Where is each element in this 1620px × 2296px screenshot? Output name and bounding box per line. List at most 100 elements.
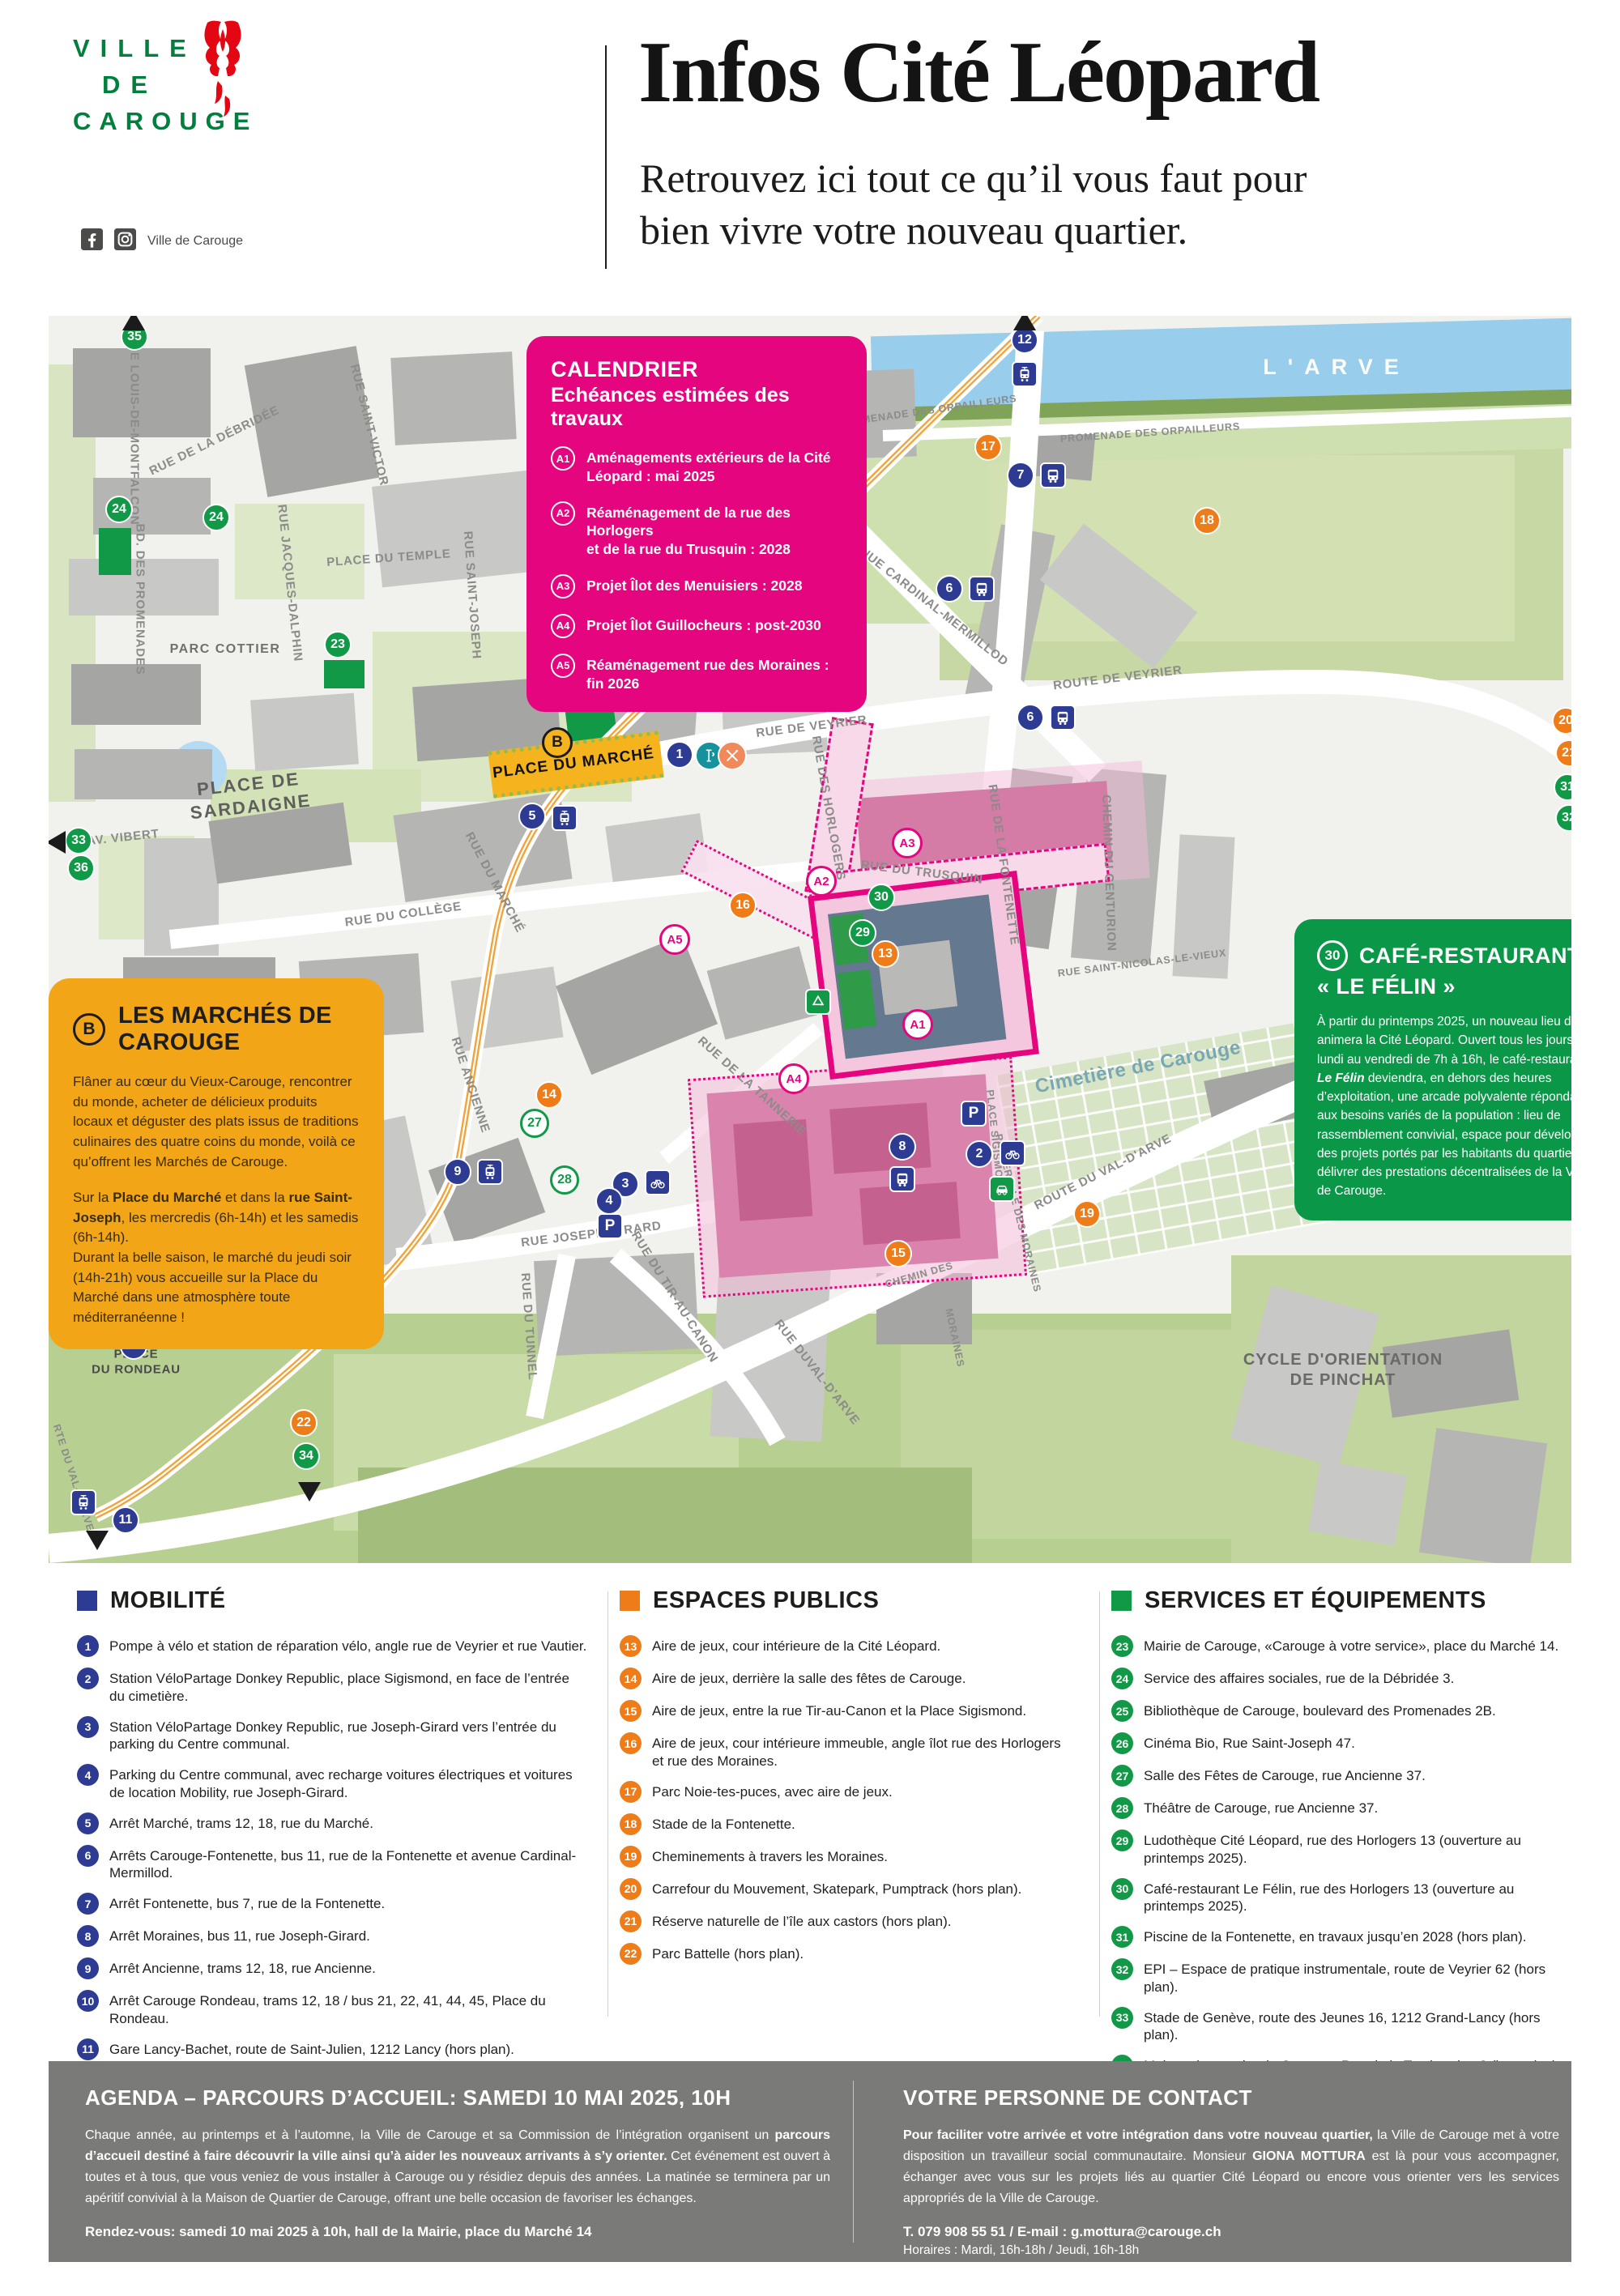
marker-27: 27 xyxy=(520,1109,549,1138)
felin-number-badge: 30 xyxy=(1317,940,1348,971)
legend-item-number: 22 xyxy=(620,1942,642,1965)
legend-item-4: 4 Parking du Centre communal, avec rechar… xyxy=(77,1764,587,1802)
legend-item-number: 4 xyxy=(77,1764,99,1786)
legend-item-number: 5 xyxy=(77,1812,99,1834)
legend-item-number: 6 xyxy=(77,1844,99,1867)
map-label: CYCLE D'ORIENTATION DE PINCHAT xyxy=(1243,1351,1443,1389)
marker-13: 13 xyxy=(872,940,899,968)
legend-item-text: Aire de jeux, cour intérieure immeuble, … xyxy=(652,1736,1061,1769)
logo-line-3: CAROUGE xyxy=(73,107,258,135)
legend-item-text: Piscine de la Fontenette, en travaux jus… xyxy=(1144,1929,1527,1945)
legend-item-text: Café-restaurant Le Félin, rue des Horlog… xyxy=(1144,1881,1515,1915)
contact-phone-line: T. 079 908 55 51 / E-mail : g.mottura@ca… xyxy=(903,2223,1221,2239)
calendar-item-badge: A1 xyxy=(551,446,575,471)
legend-item-number: 17 xyxy=(620,1780,642,1803)
marker-4: 4 xyxy=(595,1187,623,1215)
tools-icon xyxy=(718,741,747,770)
marker-1: 1 xyxy=(666,741,693,769)
legend-item-number: 3 xyxy=(77,1715,99,1738)
legend-item-text: Parking du Centre communal, avec recharg… xyxy=(109,1767,573,1800)
legend-item-text: Stade de Genève, route des Jeunes 16, 12… xyxy=(1144,2009,1541,2043)
legend-item-text: Aire de jeux, cour intérieure de la Cité… xyxy=(652,1638,941,1654)
legend-item-number: 10 xyxy=(77,1990,99,2012)
contact-title: VOTRE PERSONNE DE CONTACT xyxy=(903,2085,1252,2110)
legend-item-number: 29 xyxy=(1111,1830,1133,1851)
marker-34: 34 xyxy=(292,1442,320,1470)
legend-item-number: 2 xyxy=(77,1668,99,1689)
legend-item-text: EPI – Espace de pratique instrumentale, … xyxy=(1144,1962,1546,1995)
marker-33: 33 xyxy=(65,827,92,854)
legend-item-text: Parc Noie-tes-puces, avec aire de jeux. xyxy=(652,1783,893,1800)
marker-18: 18 xyxy=(1193,507,1221,535)
legend-item-number: 28 xyxy=(1111,1797,1133,1819)
legend-item-14: 14 Aire de jeux, derrière la salle des fê… xyxy=(620,1668,1073,1689)
map-shape xyxy=(69,559,219,616)
legend-item-number: 26 xyxy=(1111,1732,1133,1754)
legend-item-number: 7 xyxy=(77,1893,99,1915)
map-shape xyxy=(71,664,201,725)
bike-icon xyxy=(645,1169,671,1195)
calendar-box: CALENDRIER Echéances estimées des travau… xyxy=(526,336,867,713)
ville-de-carouge-logo: VILLE DE CAROUGE xyxy=(73,36,258,134)
legend-item-number: 14 xyxy=(620,1668,642,1689)
marker-A2: A2 xyxy=(806,866,837,897)
legend-item-text: Réserve naturelle de l’île aux castors (… xyxy=(652,1913,952,1929)
legend-title: SERVICES ET ÉQUIPEMENTS xyxy=(1145,1587,1486,1613)
logo-line-2: DE xyxy=(102,70,159,99)
marker-31: 31 xyxy=(1554,773,1571,801)
map-label: PARC COTTIER xyxy=(169,642,281,656)
footer: AGENDA – PARCOURS D’ACCUEIL: SAMEDI 10 M… xyxy=(49,2061,1571,2262)
legend-item-text: Service des affaires sociales, rue de la… xyxy=(1144,1671,1455,1686)
legend-item-number: 11 xyxy=(77,2038,99,2060)
legend-title: MOBILITÉ xyxy=(110,1587,226,1613)
legend-item-text: Arrêt Moraines, bus 11, rue Joseph-Girar… xyxy=(109,1928,370,1944)
legend-item-number: 18 xyxy=(620,1813,642,1835)
calendar-item-text: Réaménagement de la rue des Horlogers et… xyxy=(586,504,791,558)
marker-28: 28 xyxy=(550,1165,579,1195)
legend-item-number: 23 xyxy=(1111,1635,1133,1657)
social-row: Ville de Carouge xyxy=(81,228,243,254)
felin-title-line1: CAFÉ-RESTAURANT xyxy=(1359,943,1571,968)
logo-line-1: VILLE xyxy=(73,34,197,62)
agenda-body: Chaque année, au printemps et à l’automn… xyxy=(85,2128,830,2205)
map-label: L'ARVE xyxy=(1263,355,1410,380)
legend-item-number: 32 xyxy=(1111,1958,1133,1980)
legend-item-number: 15 xyxy=(620,1700,642,1722)
felin-body: À partir du printemps 2025, un nouveau l… xyxy=(1317,1015,1571,1199)
legend-item-number: 20 xyxy=(620,1877,642,1900)
agenda-rendezvous: Rendez-vous: samedi 10 mai 2025 à 10h, h… xyxy=(85,2223,592,2239)
marker-15: 15 xyxy=(885,1240,912,1267)
marker-2: 2 xyxy=(966,1140,993,1168)
legend-item-text: Cheminements à travers les Moraines. xyxy=(652,1848,889,1864)
marker-12: 12 xyxy=(1011,326,1038,354)
legend-item-text: Salle des Fêtes de Carouge, rue Ancienne… xyxy=(1144,1768,1426,1783)
marker-A3: A3 xyxy=(892,828,923,858)
marker-20: 20 xyxy=(1552,707,1571,735)
legend-item-text: Aire de jeux, derrière la salle des fête… xyxy=(652,1671,966,1686)
legend-item-number: 27 xyxy=(1111,1765,1133,1787)
marker-24: 24 xyxy=(105,496,133,523)
calendar-item-badge: A3 xyxy=(551,573,575,598)
map-label: RUE LOUIS-DE-MONTFALCON xyxy=(127,333,142,526)
facebook-icon xyxy=(81,228,103,254)
map-shape xyxy=(235,504,364,599)
